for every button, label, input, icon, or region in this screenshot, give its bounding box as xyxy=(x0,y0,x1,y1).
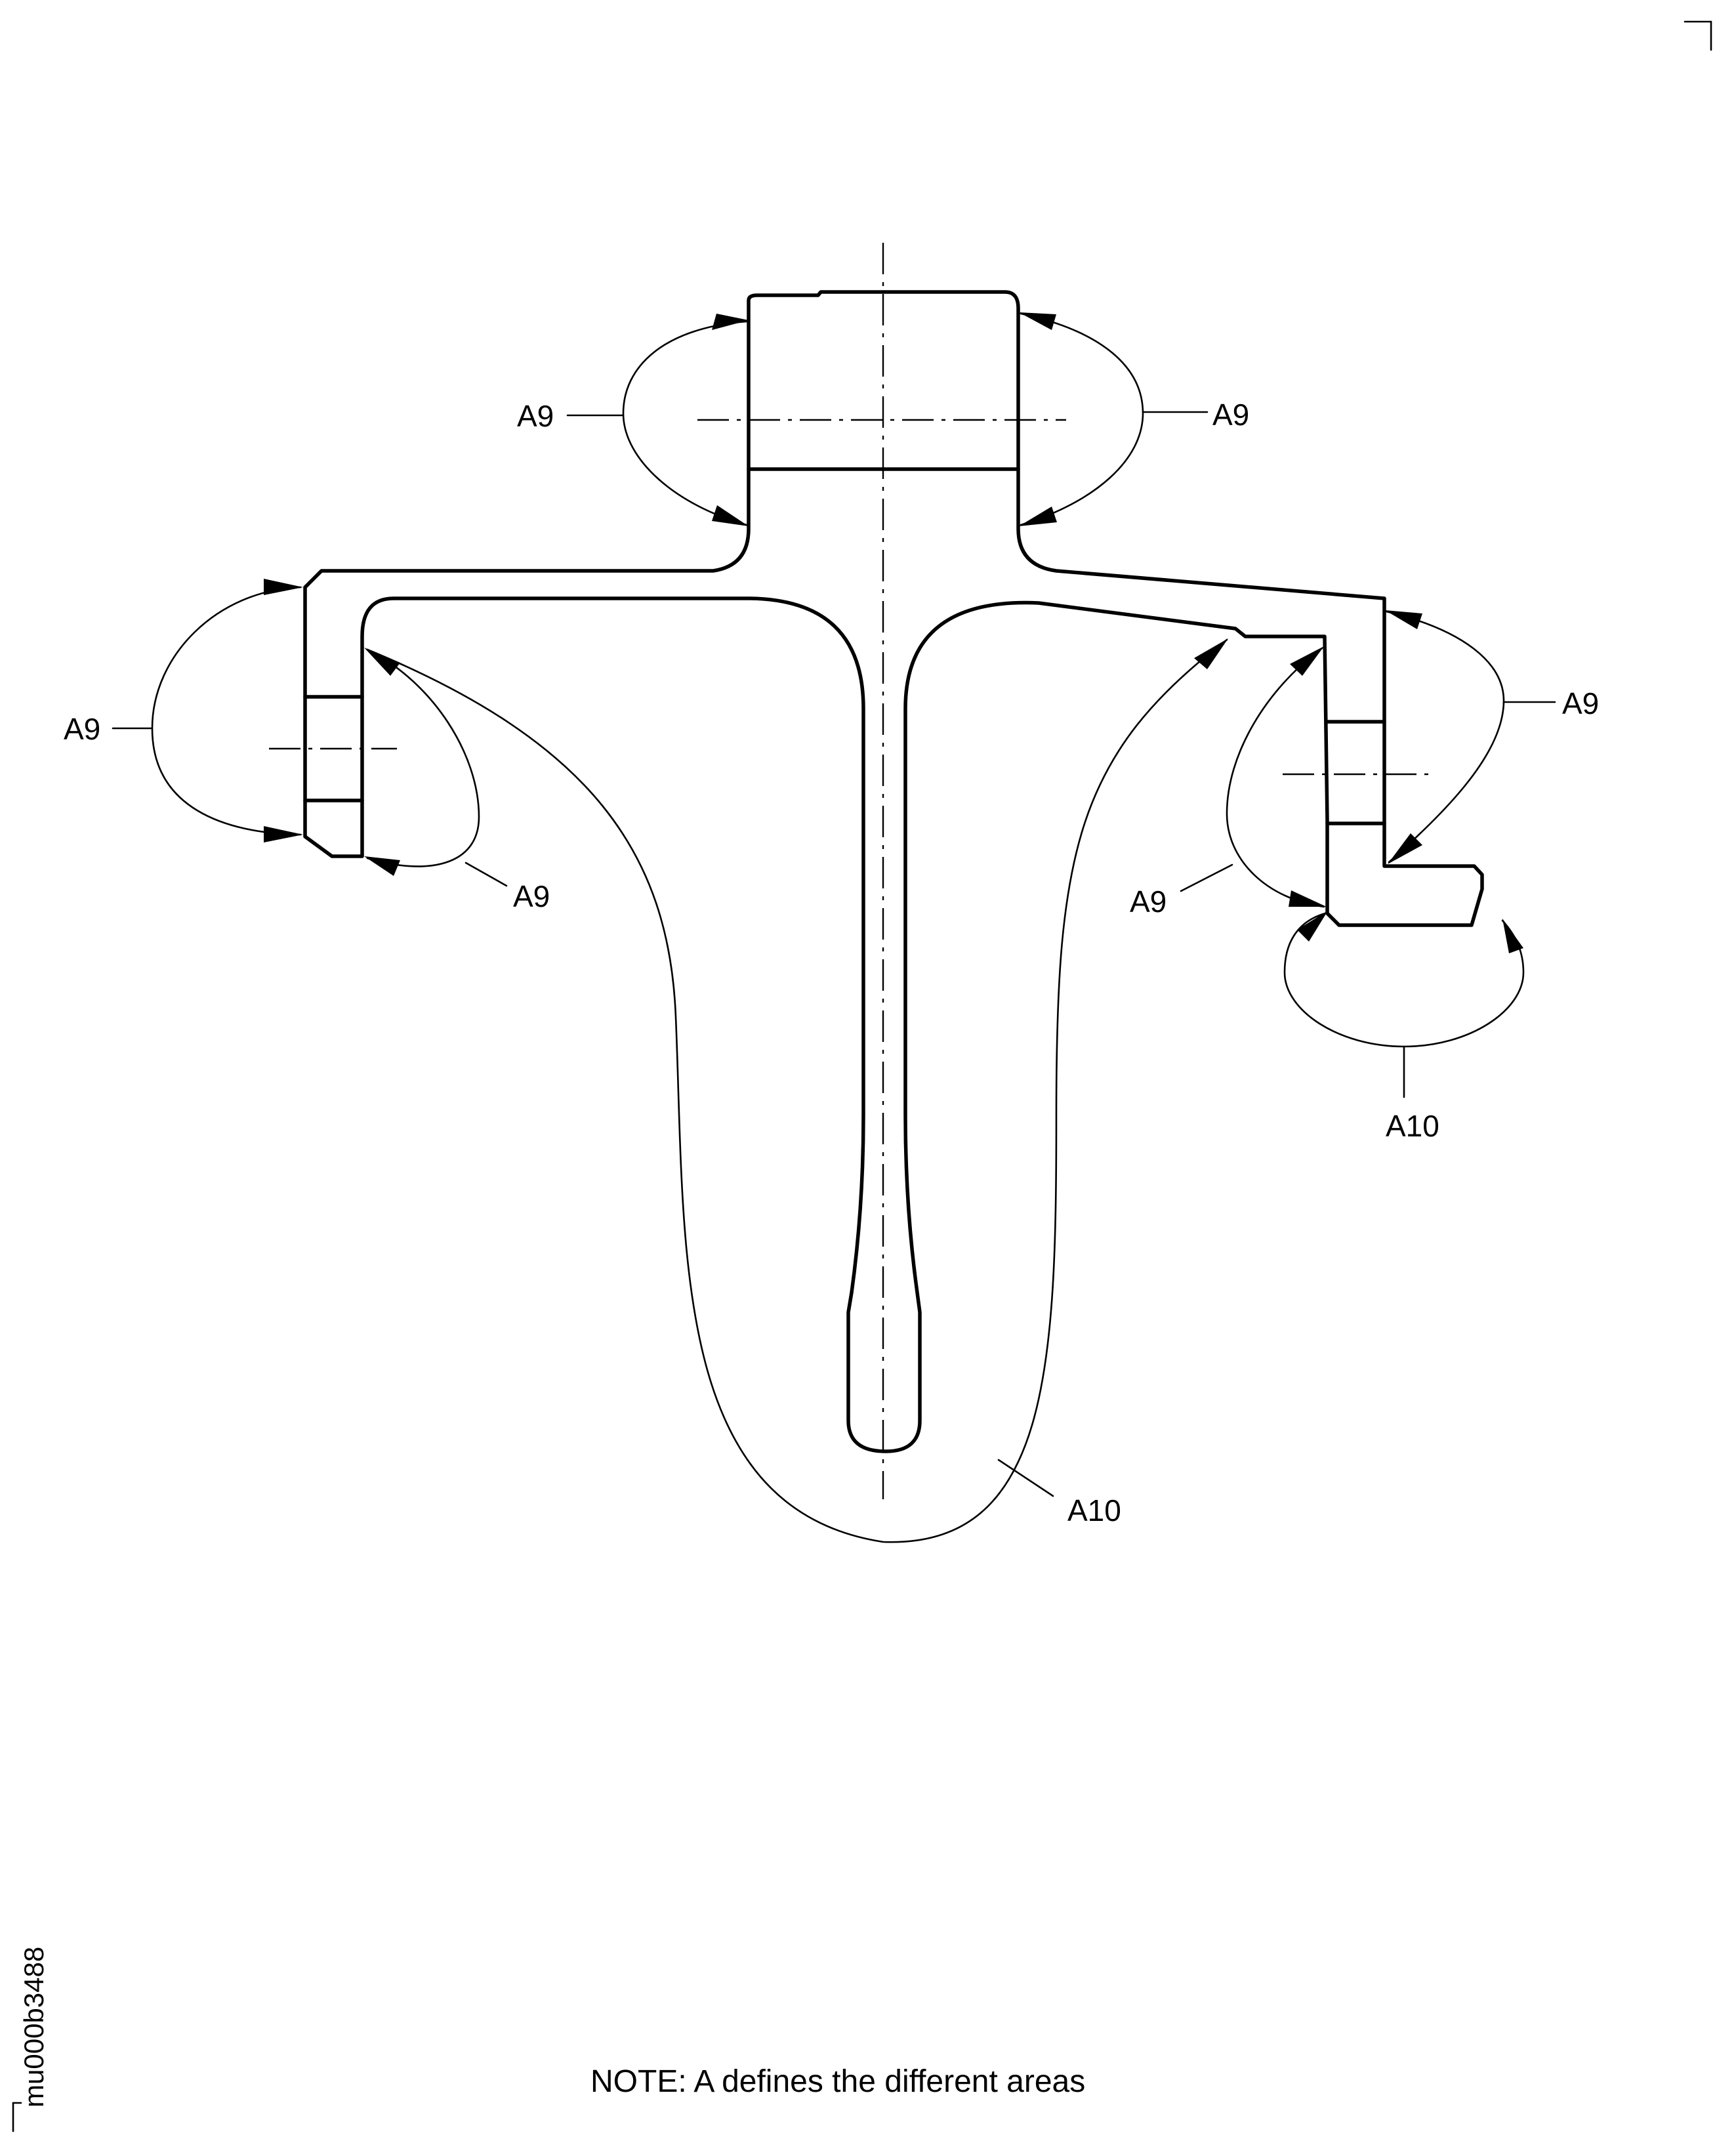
area-arc-left xyxy=(151,586,302,836)
area-arc-top-right xyxy=(1020,312,1144,526)
arrowhead-left-1 xyxy=(264,579,303,595)
corner-mark xyxy=(1684,20,1712,51)
label-a9-right-inner: A9 xyxy=(1130,884,1167,919)
arrowhead-right-1 xyxy=(1385,610,1422,629)
label-a9-left: A9 xyxy=(64,712,100,746)
area-arc-a10-main xyxy=(366,638,1228,1543)
leader-right-inner xyxy=(1180,863,1233,892)
note-text: NOTE: A defines the different areas xyxy=(590,2064,1085,2099)
area-arc-top-left xyxy=(622,320,748,526)
label-a9-left-inner: A9 xyxy=(513,879,550,913)
arrowhead-a10-right-2 xyxy=(1502,919,1523,953)
arrowhead-left-inner-2 xyxy=(364,856,400,876)
arrowhead-left-2 xyxy=(264,826,303,842)
arrowhead-right-inner-1 xyxy=(1290,646,1324,676)
arrowhead-top-right-2 xyxy=(1019,507,1057,526)
label-a10-bottom: A10 xyxy=(1067,1493,1121,1527)
area-arc-right xyxy=(1385,610,1505,863)
leader-left-inner xyxy=(465,862,508,887)
arrowhead-top-right-1 xyxy=(1019,312,1056,330)
leader-a10-bottom xyxy=(997,1459,1054,1497)
arrowhead-top-left-1 xyxy=(712,314,749,330)
area-arc-left-inner xyxy=(366,648,480,867)
label-a9-top-left: A9 xyxy=(517,399,554,433)
area-arc-a10-right xyxy=(1283,912,1525,1048)
label-a10-right: A10 xyxy=(1386,1109,1439,1143)
label-a9-right: A9 xyxy=(1562,686,1599,720)
reference-id: mu000b3488 xyxy=(18,1947,49,2108)
arrowhead-right-2 xyxy=(1388,833,1422,864)
arrowhead-a10-main xyxy=(1194,638,1228,669)
arrowhead-right-inner-2 xyxy=(1289,890,1327,907)
label-a9-top-right: A9 xyxy=(1212,398,1249,432)
arrowhead-top-left-2 xyxy=(712,505,749,526)
area-arc-right-inner xyxy=(1226,647,1325,908)
part-top-block xyxy=(303,290,1484,1453)
arrowhead-left-inner-1 xyxy=(364,648,400,676)
arrowhead-a10-right-1 xyxy=(1297,911,1328,942)
